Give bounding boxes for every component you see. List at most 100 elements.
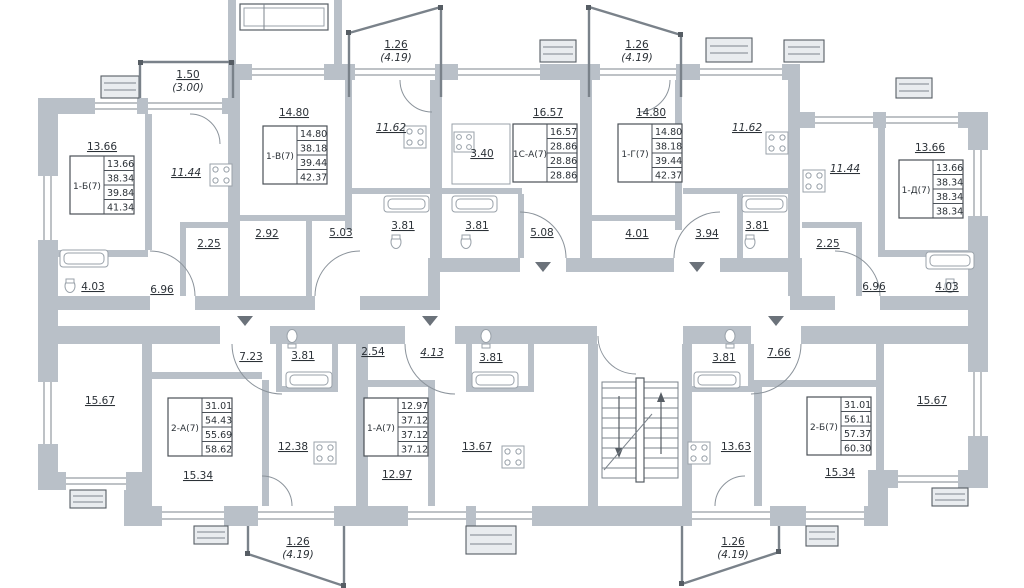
room-area-label: 2.92 xyxy=(255,228,278,240)
room-area-labels: 13.66 11.44 2.25 4.03 6.96 14.80 11.62 2… xyxy=(81,107,958,482)
balcony-top-mid-left: 1.26 (4.19) xyxy=(346,5,443,97)
apartment-area-value: 28.86 xyxy=(550,142,577,153)
apartment-area-value: 57.37 xyxy=(844,429,871,440)
fixtures xyxy=(59,123,975,469)
room-area-label: 15.34 xyxy=(183,470,213,482)
room-area-label: 13.63 xyxy=(721,441,751,453)
room-area-label: 3.81 xyxy=(479,352,502,364)
balcony-top-mid-right: 1.26 (4.19) xyxy=(586,5,683,97)
apartment-area-value: 54.43 xyxy=(205,416,232,427)
apartment-name: 2-А(7) xyxy=(171,424,199,434)
apartment-area-value: 14.80 xyxy=(300,129,327,140)
balcony-area-label: 1.26 xyxy=(384,39,408,51)
room-area-label: 13.67 xyxy=(462,441,492,453)
room-area-label: 12.97 xyxy=(382,469,412,481)
apartment-area-value: 14.80 xyxy=(655,127,682,138)
apartment-table-1a: 1-А(7) 12.97 37.12 37.12 37.12 xyxy=(363,397,429,457)
stove-icon xyxy=(501,445,525,469)
apartment-area-value: 38.18 xyxy=(300,144,327,155)
room-area-label: 3.81 xyxy=(712,352,735,364)
staircase xyxy=(601,377,679,483)
room-area-label: 13.66 xyxy=(915,142,945,154)
apartment-area-value: 38.34 xyxy=(107,174,134,185)
apartment-area-value: 39.44 xyxy=(300,158,327,169)
bathtub-icon xyxy=(693,371,741,389)
apartment-area-value: 12.97 xyxy=(401,401,428,412)
room-area-label: 5.08 xyxy=(530,227,553,239)
apartment-area-value: 39.44 xyxy=(655,156,682,167)
apartment-area-value: 38.34 xyxy=(936,207,963,218)
apartment-area-value: 38.18 xyxy=(655,142,682,153)
bathtub-icon xyxy=(285,371,333,389)
room-area-label: 2.54 xyxy=(361,346,385,358)
room-area-label: 11.44 xyxy=(830,163,860,175)
apartment-table-1v: 1-В(7) 14.80 38.18 39.44 42.37 xyxy=(262,125,328,185)
apartment-area-value: 16.57 xyxy=(550,127,577,138)
stove-icon xyxy=(313,441,337,465)
apartment-area-value: 31.01 xyxy=(844,400,871,411)
toilet-icon xyxy=(480,329,492,349)
balcony-area-label: 1.26 xyxy=(721,536,745,548)
balcony-total-label: (4.19) xyxy=(717,549,749,561)
room-area-label: 3.94 xyxy=(695,228,719,240)
apartment-area-value: 13.66 xyxy=(107,159,134,170)
balcony-total-label: (4.19) xyxy=(282,549,314,561)
apartment-area-value: 37.12 xyxy=(401,416,428,427)
apartment-area-value: 38.34 xyxy=(936,178,963,189)
apartment-name: 1-А(7) xyxy=(367,424,395,434)
bathtub-icon xyxy=(741,195,788,213)
room-area-label: 6.96 xyxy=(150,284,174,296)
room-area-label: 4.13 xyxy=(420,347,443,359)
apartment-area-value: 60.30 xyxy=(844,444,871,455)
apartment-name: 1-Д(7) xyxy=(902,186,931,196)
balcony-area-label: 1.26 xyxy=(625,39,649,51)
toilet-icon xyxy=(944,278,956,293)
apartment-table-1g: 1-Г(7) 14.80 38.18 39.44 42.37 xyxy=(617,123,683,183)
balcony-area-label: 1.50 xyxy=(176,69,199,81)
bay-bed xyxy=(239,3,329,31)
room-area-label: 3.81 xyxy=(465,220,488,232)
room-area-label: 16.57 xyxy=(533,107,563,119)
stove-icon xyxy=(209,163,233,187)
room-area-label: 14.80 xyxy=(279,107,309,119)
room-area-label: 5.03 xyxy=(329,227,352,239)
apartment-table-2a: 2-А(7) 31.01 54.43 55.69 58.62 xyxy=(167,397,233,457)
balcony-area-label: 1.26 xyxy=(286,536,310,548)
toilet-icon xyxy=(724,329,736,349)
balcony-total-label: (3.00) xyxy=(172,82,204,94)
apartment-name: 1-Б(7) xyxy=(73,182,101,192)
room-area-label: 11.62 xyxy=(732,122,762,134)
toilet-icon xyxy=(390,234,402,249)
room-area-label: 3.81 xyxy=(291,350,314,362)
room-area-label: 3.81 xyxy=(745,220,768,232)
apartment-table-1b: 1-Б(7) 13.66 38.34 39.84 41.34 xyxy=(69,155,135,215)
apartment-area-value: 28.86 xyxy=(550,171,577,182)
bathtub-icon xyxy=(471,371,519,389)
apartment-area-value: 42.37 xyxy=(300,173,327,184)
balconies: 1.50 (3.00) 1.26 (4.19) 1.26 (4.19) 1.26… xyxy=(138,5,781,588)
apartment-area-value: 13.66 xyxy=(936,163,963,174)
apartment-area-value: 37.12 xyxy=(401,430,428,441)
toilet-icon xyxy=(744,234,756,249)
toilet-icon xyxy=(286,329,298,349)
apartment-table-2b: 2-Б(7) 31.01 56.11 57.37 60.30 xyxy=(806,396,872,456)
bathtub-icon xyxy=(59,249,109,268)
balcony-top-left: 1.50 (3.00) xyxy=(138,60,235,98)
apartment-area-value: 58.62 xyxy=(205,445,232,456)
windows xyxy=(38,64,988,526)
stove-icon xyxy=(453,131,475,153)
room-area-label: 6.96 xyxy=(862,281,886,293)
room-area-label: 7.23 xyxy=(239,351,262,363)
apartment-area-value: 55.69 xyxy=(205,430,232,441)
apartment-area-value: 41.34 xyxy=(107,203,134,214)
room-area-label: 4.01 xyxy=(625,228,648,240)
kitchen-nook-outline xyxy=(451,123,511,185)
apartment-area-value: 38.34 xyxy=(936,192,963,203)
room-area-label: 13.66 xyxy=(87,141,117,153)
room-area-label: 3.81 xyxy=(391,220,414,232)
toilet-icon xyxy=(460,234,472,249)
room-area-label: 2.25 xyxy=(197,238,220,250)
stove-icon xyxy=(765,131,789,155)
